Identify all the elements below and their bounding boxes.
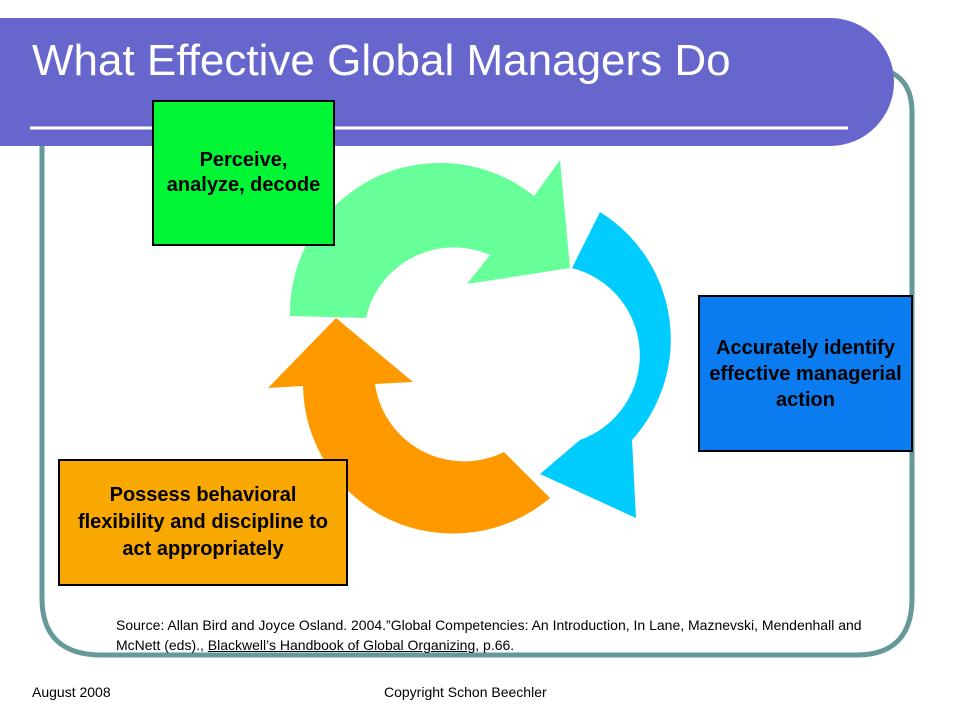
step-identify-box: Accurately identify effective managerial… (698, 295, 913, 452)
step-identify-label: Accurately identify effective managerial… (709, 336, 902, 411)
source-book-link[interactable]: Blackwell’s Handbook of Global Organizin… (207, 637, 476, 653)
green-cycle-arrow (289, 160, 570, 318)
slide-title: What Effective Global Managers Do (32, 36, 731, 85)
step-perceive-box: Perceive, analyze, decode (152, 100, 335, 246)
source-citation: Source: Allan Bird and Joyce Osland. 200… (116, 615, 876, 655)
frame-border (39, 69, 915, 658)
footer-copyright: Copyright Schon Beechler (384, 684, 547, 700)
source-prefix: Source: Allan Bird and Joyce Osland. 200… (116, 617, 862, 653)
blue-cycle-arrow (540, 212, 671, 518)
footer-date: August 2008 (32, 684, 111, 700)
step-perceive-label: Perceive, analyze, decode (166, 149, 321, 196)
source-suffix: , p.66. (475, 637, 515, 653)
step-possess-label: Possess behavioral flexibility and disci… (77, 484, 329, 560)
step-possess-box: Possess behavioral flexibility and disci… (58, 459, 348, 586)
